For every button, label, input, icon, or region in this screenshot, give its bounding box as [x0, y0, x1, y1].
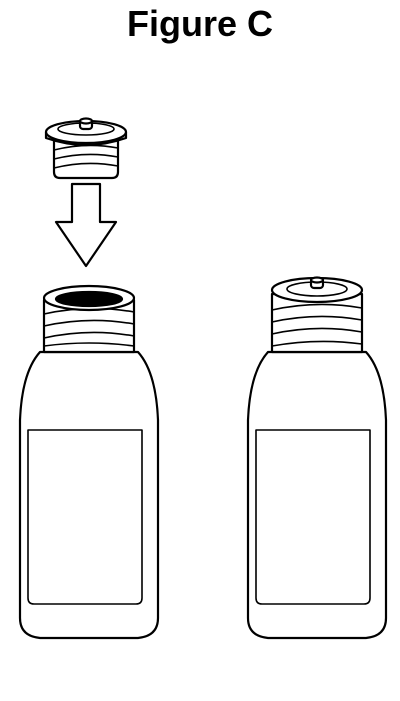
bottle-open: [18, 284, 160, 640]
bottle-with-adapter: [246, 276, 388, 640]
figure-title: Figure C: [126, 3, 273, 44]
down-arrow-icon: [54, 182, 118, 268]
bottle-adapter: [44, 117, 128, 180]
